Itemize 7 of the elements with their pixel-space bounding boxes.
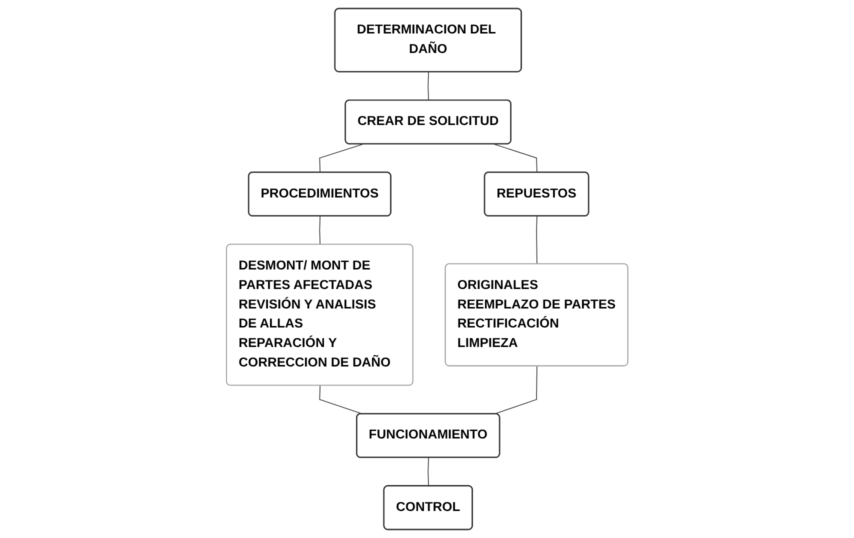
connector	[494, 144, 538, 173]
connector	[319, 216, 320, 246]
connector	[319, 144, 363, 173]
connector	[536, 216, 538, 265]
connector	[319, 385, 363, 414]
connector	[428, 72, 429, 101]
connector	[428, 457, 429, 487]
